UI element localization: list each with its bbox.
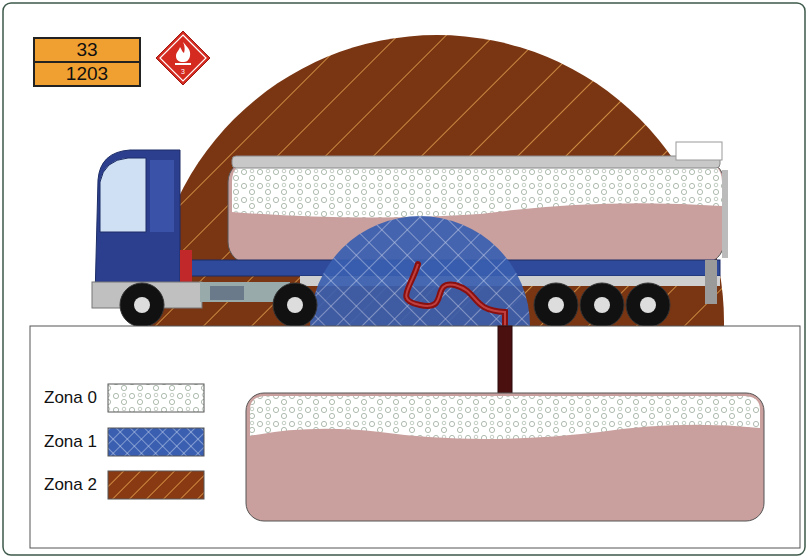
legend-swatch xyxy=(108,428,204,456)
legend-swatch xyxy=(108,384,204,412)
flammable-diamond: 3 xyxy=(155,30,211,86)
hazard-plate: 331203 xyxy=(33,37,141,87)
flame-base xyxy=(175,63,191,65)
legend-text: Zona 0 xyxy=(44,388,97,408)
diamond-shape xyxy=(155,30,211,86)
legend-text: Zona 1 xyxy=(44,432,97,452)
hazard-number: 1203 xyxy=(35,61,139,85)
hazard-number: 33 xyxy=(35,39,139,61)
legend-text: Zona 2 xyxy=(44,475,97,495)
class-number: 3 xyxy=(155,68,211,76)
legend-label: Zona 0 xyxy=(44,384,97,412)
legend-label: Zona 2 xyxy=(44,471,97,499)
legend-label: Zona 1 xyxy=(44,428,97,456)
legend-swatch xyxy=(108,471,204,499)
flame-icon xyxy=(176,42,190,62)
diamond-outline xyxy=(156,31,210,85)
